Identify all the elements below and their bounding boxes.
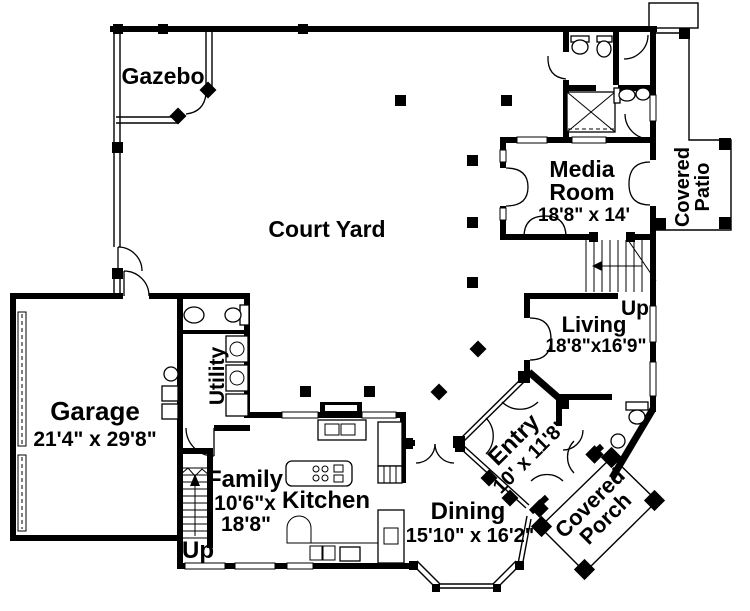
- toilet-icon: [628, 409, 646, 425]
- kitchen-sink-icon: [324, 423, 340, 436]
- living-label: Living: [562, 312, 627, 337]
- dining-label: Dining: [431, 498, 506, 525]
- court-yard-label: Court Yard: [268, 216, 385, 242]
- up-label-right-stairs: Up: [621, 297, 649, 320]
- screen-walls: [17, 32, 532, 589]
- covered-patio-label-line1: Covered: [672, 147, 694, 227]
- water-heater-icon: [163, 366, 179, 382]
- sink-icon: [635, 87, 651, 101]
- family-dimensions-line2: 18'8": [221, 513, 271, 536]
- stairs-left: [180, 467, 210, 539]
- garage-dimensions: 21'4" x 29'8": [33, 428, 156, 451]
- family-label: Family: [207, 466, 284, 493]
- media-room-label-line2: Room: [549, 179, 614, 205]
- family-dimensions-line1: 10'6"x: [214, 492, 276, 515]
- kitchen-label: Kitchen: [282, 487, 370, 514]
- fixtures: [161, 35, 651, 564]
- toilet-icon: [224, 307, 242, 323]
- posts: [112, 24, 731, 592]
- dining-dimensions: 15'10" x 16'2": [406, 525, 535, 547]
- toilet-icon: [596, 40, 612, 58]
- doors: [117, 34, 651, 482]
- media-room-label-line1: Media: [549, 156, 614, 182]
- chimney-outline: [648, 2, 699, 29]
- walls: [10, 26, 657, 569]
- up-label-left-stairs: Up: [182, 537, 214, 564]
- media-room-dimensions: 18'8" x 14': [538, 205, 630, 226]
- covered-patio-label-line2: Patio: [692, 163, 714, 212]
- washer-icon: [225, 335, 249, 363]
- utility-label: Utility: [206, 347, 229, 406]
- sink-icon: [183, 306, 205, 324]
- kitchen-island: [285, 460, 353, 487]
- toilet-icon: [618, 88, 636, 102]
- sink-icon: [571, 39, 589, 55]
- stairs-right: [585, 239, 657, 292]
- windows-and-gaps: [123, 94, 657, 570]
- gazebo-label: Gazebo: [121, 63, 204, 89]
- garage-label: Garage: [50, 396, 140, 426]
- dryer-icon: [225, 364, 249, 392]
- living-dimensions: 18'8"x16'9": [545, 336, 646, 357]
- sink-icon: [610, 433, 626, 449]
